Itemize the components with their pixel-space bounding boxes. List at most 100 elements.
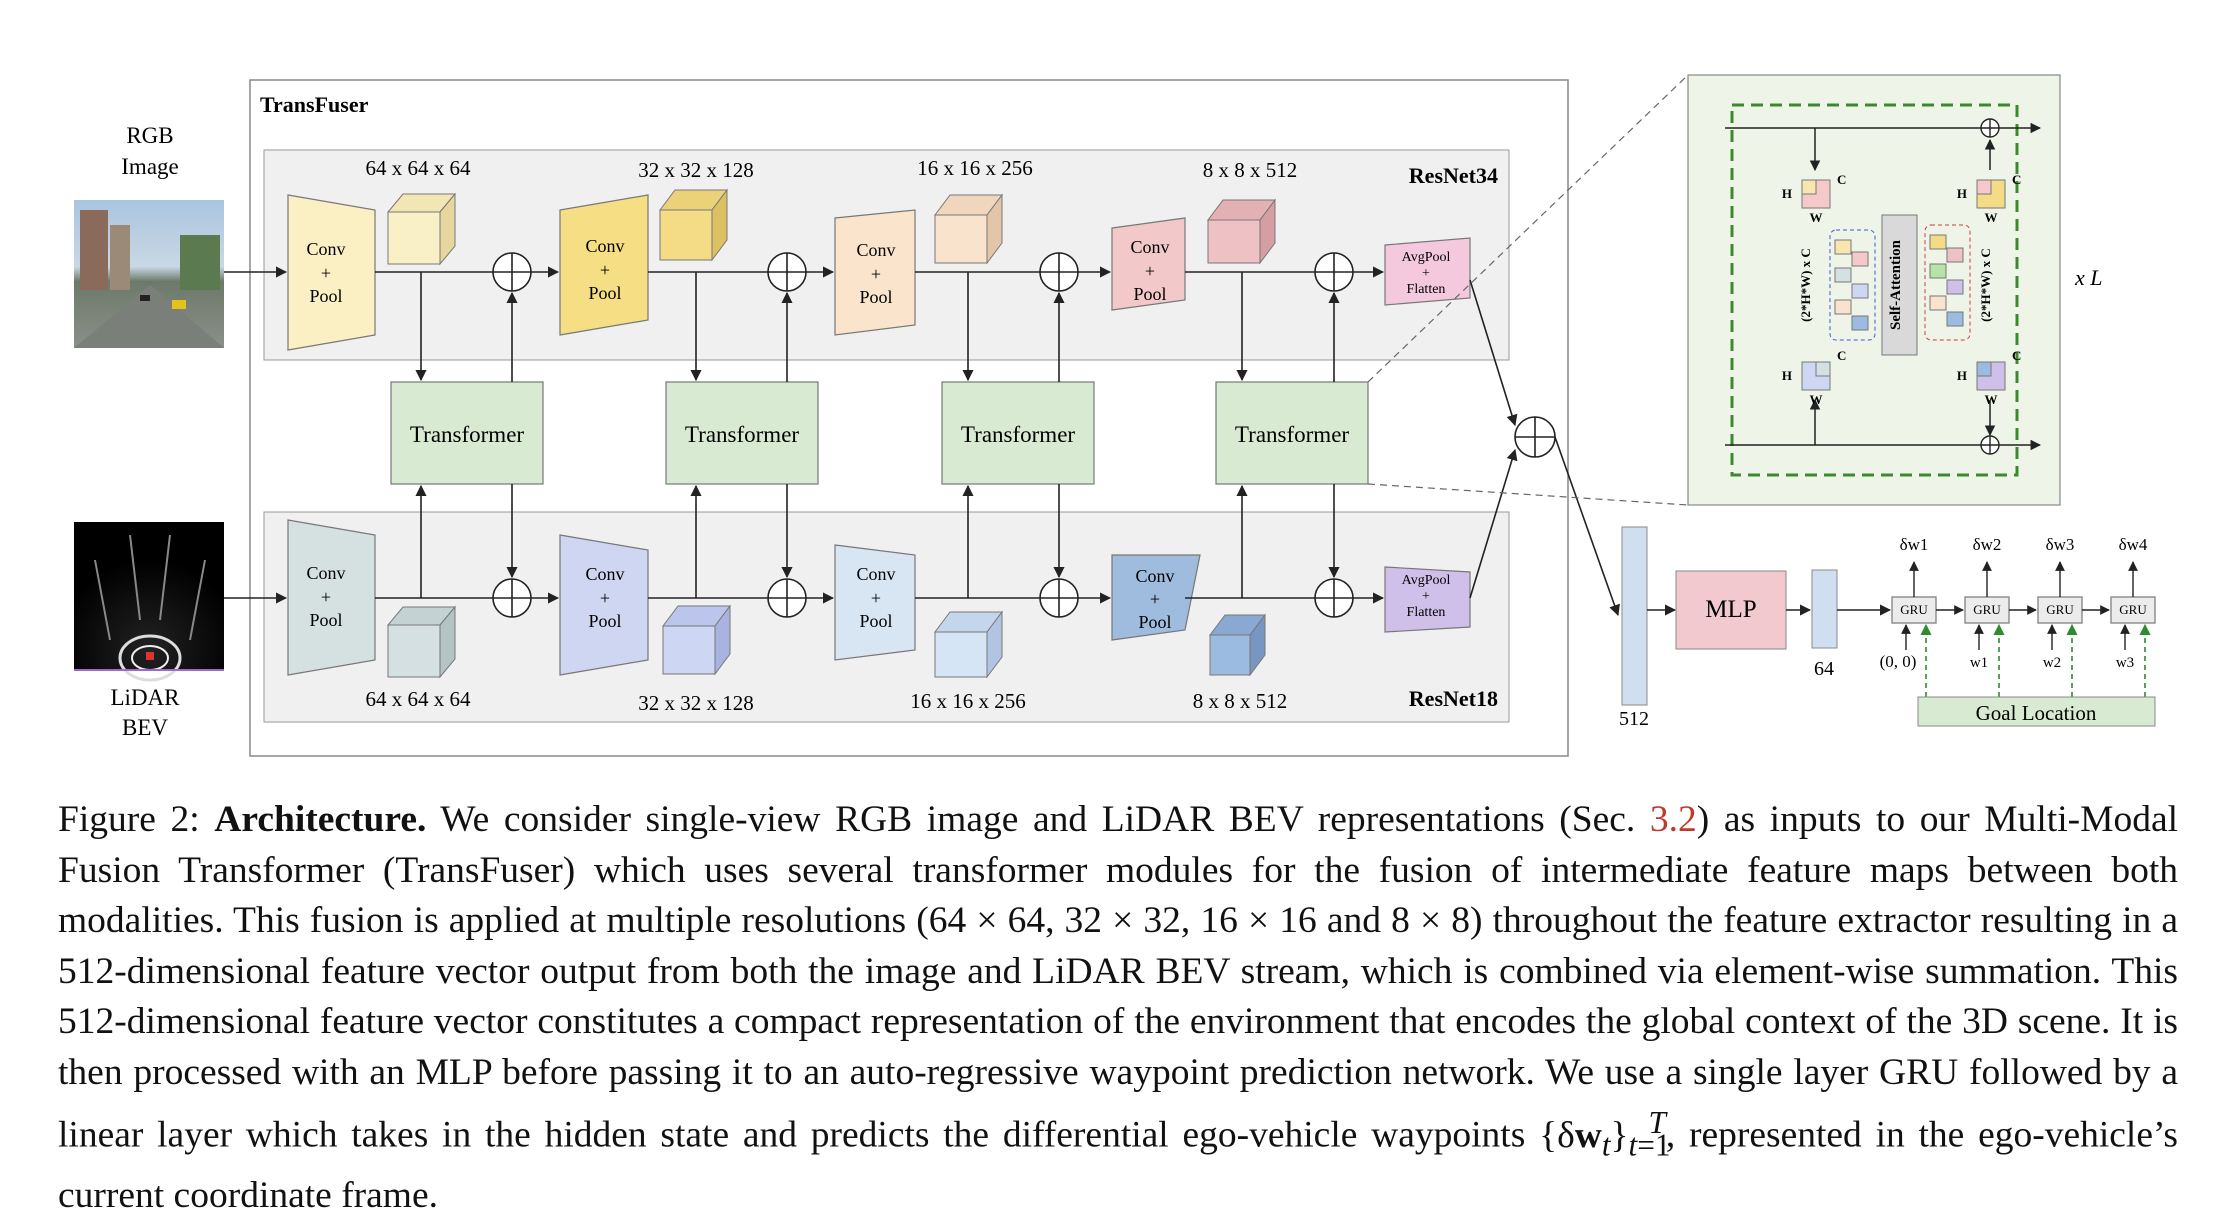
zoom-cube-bottom-left: H C W <box>1782 348 1847 407</box>
zoom-cube-top-right: H C W <box>1957 172 2022 225</box>
conv-pool-label-2: + <box>1150 589 1160 609</box>
svg-text:(2*H*W) x C: (2*H*W) x C <box>1978 248 1993 322</box>
gru-input: w3 <box>2116 655 2134 671</box>
conv-pool-label-2: + <box>321 263 331 283</box>
zoom-sum-node <box>1980 118 2000 138</box>
feature-cube <box>1209 613 1266 677</box>
image-stage-2: Conv + Pool 32 x 32 x 128 <box>559 158 754 336</box>
lidar-stage-3: Conv + Pool 16 x 16 x 256 <box>834 544 1026 713</box>
conv-pool-label-1: Conv <box>856 564 895 584</box>
svg-text:H: H <box>1957 368 1967 383</box>
image-stage-3: Conv + Pool 16 x 16 x 256 <box>834 156 1033 336</box>
feature-cube <box>386 605 457 679</box>
transformer-connections <box>415 272 1340 598</box>
conv-pool-label-3: Pool <box>309 286 342 306</box>
transformer-2: Transformer <box>665 381 819 485</box>
conv-pool-block <box>1111 554 1201 641</box>
goal-location-label: Goal Location <box>1976 701 2097 725</box>
svg-text:W: W <box>1810 392 1823 407</box>
conv-pool-label-3: Pool <box>859 287 892 307</box>
architecture-diagram: RGB Image LiDAR BEV TransFuser ResNet34 … <box>74 74 2156 757</box>
feature-dims: 32 x 32 x 128 <box>638 158 754 182</box>
caption-formula: {δwt}t=1T <box>1539 1105 1671 1162</box>
lidar-label-1: LiDAR <box>111 685 181 710</box>
transformer-3: Transformer <box>941 381 1095 485</box>
lidar-stage-4: Conv + Pool 8 x 8 x 512 <box>1111 554 1288 713</box>
figure-caption: Figure 2: Architecture. We consider sing… <box>58 795 2178 1221</box>
goal-connections <box>1920 623 2151 697</box>
conv-pool-label-1: Conv <box>585 564 624 584</box>
feature-dims: 64 x 64 x 64 <box>366 156 472 180</box>
section-reference-link[interactable]: 3.2 <box>1649 799 1697 840</box>
lidar-avgpool: AvgPool + Flatten <box>1384 566 1471 633</box>
conv-pool-label-3: Pool <box>309 610 342 630</box>
waypoint-output: δw2 <box>1973 535 2002 554</box>
avgpool-label-2: + <box>1422 266 1430 281</box>
lidar-stage-1: Conv + Pool 64 x 64 x 64 <box>287 519 472 711</box>
rgb-input: RGB Image <box>74 123 224 348</box>
transformer-label: Transformer <box>961 422 1075 447</box>
transformer-label: Transformer <box>1235 422 1349 447</box>
transformer-blocks: Transformer Transformer Transformer Tran… <box>390 381 1369 485</box>
conv-pool-label-2: + <box>321 587 331 607</box>
feature-vector-64 <box>1811 569 1838 649</box>
feature-cube <box>662 604 731 676</box>
conv-pool-label-2: + <box>871 588 881 608</box>
goal-location-box <box>1917 696 2156 727</box>
conv-pool-label-1: Conv <box>856 240 895 260</box>
prediction-head: 512 MLP 64 GRU GRU GRU GRU δw1 <box>1619 526 2156 730</box>
image-stream: Conv + Pool 64 x 64 x 64 Conv + Pool 32 … <box>287 156 1471 351</box>
svg-text:H: H <box>1782 186 1792 201</box>
feature-vector-512 <box>1621 526 1648 706</box>
conv-pool-block <box>1111 217 1186 311</box>
feature-dims: 64 x 64 x 64 <box>366 687 472 711</box>
svg-text:W: W <box>1985 210 1998 225</box>
conv-pool-label-2: + <box>1145 261 1155 281</box>
svg-text:C: C <box>1837 348 1846 363</box>
image-backbone-label: ResNet34 <box>1409 163 1498 188</box>
rgb-image-thumbnail <box>74 200 224 348</box>
conv-pool-block <box>834 209 916 336</box>
svg-text:C: C <box>1837 172 1846 187</box>
transformer-1: Transformer <box>390 381 544 485</box>
conv-pool-label-3: Pool <box>1138 612 1171 632</box>
conv-pool-label-1: Conv <box>585 236 624 256</box>
avgpool-label-3: Flatten <box>1407 282 1446 297</box>
feature-dims: 32 x 32 x 128 <box>638 691 754 715</box>
feature-dims: 16 x 16 x 256 <box>917 156 1033 180</box>
gru-input: w2 <box>2043 655 2061 671</box>
feature-cube <box>934 193 1003 265</box>
caption-text-1: We consider single-view RGB image and Li… <box>440 799 1636 840</box>
zoom-sum-node <box>1980 435 2000 455</box>
sum-node <box>492 578 532 618</box>
conv-pool-block <box>559 534 649 676</box>
zoom-cube-top-left: H C W <box>1782 172 1847 225</box>
avgpool-label-2: + <box>1422 589 1430 604</box>
gru-label: GRU <box>1900 602 1928 617</box>
lidar-stream: Conv + Pool 64 x 64 x 64 Conv + Pool 32 … <box>287 519 1471 715</box>
conv-pool-label-1: Conv <box>306 239 345 259</box>
sum-node <box>1039 578 1079 618</box>
gru-label: GRU <box>1973 602 2001 617</box>
conv-pool-label-2: + <box>600 588 610 608</box>
conv-pool-block <box>834 544 916 661</box>
image-plus-nodes <box>492 252 1354 292</box>
svg-text:(2*H*W) x C: (2*H*W) x C <box>1798 248 1813 322</box>
vector-64-label: 64 <box>1814 658 1834 680</box>
feature-dims: 8 x 8 x 512 <box>1193 689 1288 713</box>
avgpool-label-3: Flatten <box>1407 605 1446 620</box>
caption-label: Figure 2: <box>58 799 200 840</box>
gru-input: w1 <box>1970 655 1988 671</box>
zoom-guides <box>1367 74 1689 506</box>
self-attention-label: Self-Attention <box>1888 239 1904 330</box>
sum-node <box>767 252 807 292</box>
conv-pool-label-1: Conv <box>1135 566 1174 586</box>
lidar-backbone-label: ResNet18 <box>1409 686 1498 711</box>
waypoint-output: δw1 <box>1900 535 1929 554</box>
lidar-label-2: BEV <box>122 715 168 740</box>
repeat-label: x L <box>2074 265 2103 290</box>
caption-text-3: , represented in the ego-vehicle’s curre… <box>58 1114 2178 1216</box>
image-stage-1: Conv + Pool 64 x 64 x 64 <box>287 156 472 351</box>
conv-pool-label-2: + <box>871 264 881 284</box>
conv-pool-block <box>559 194 649 336</box>
